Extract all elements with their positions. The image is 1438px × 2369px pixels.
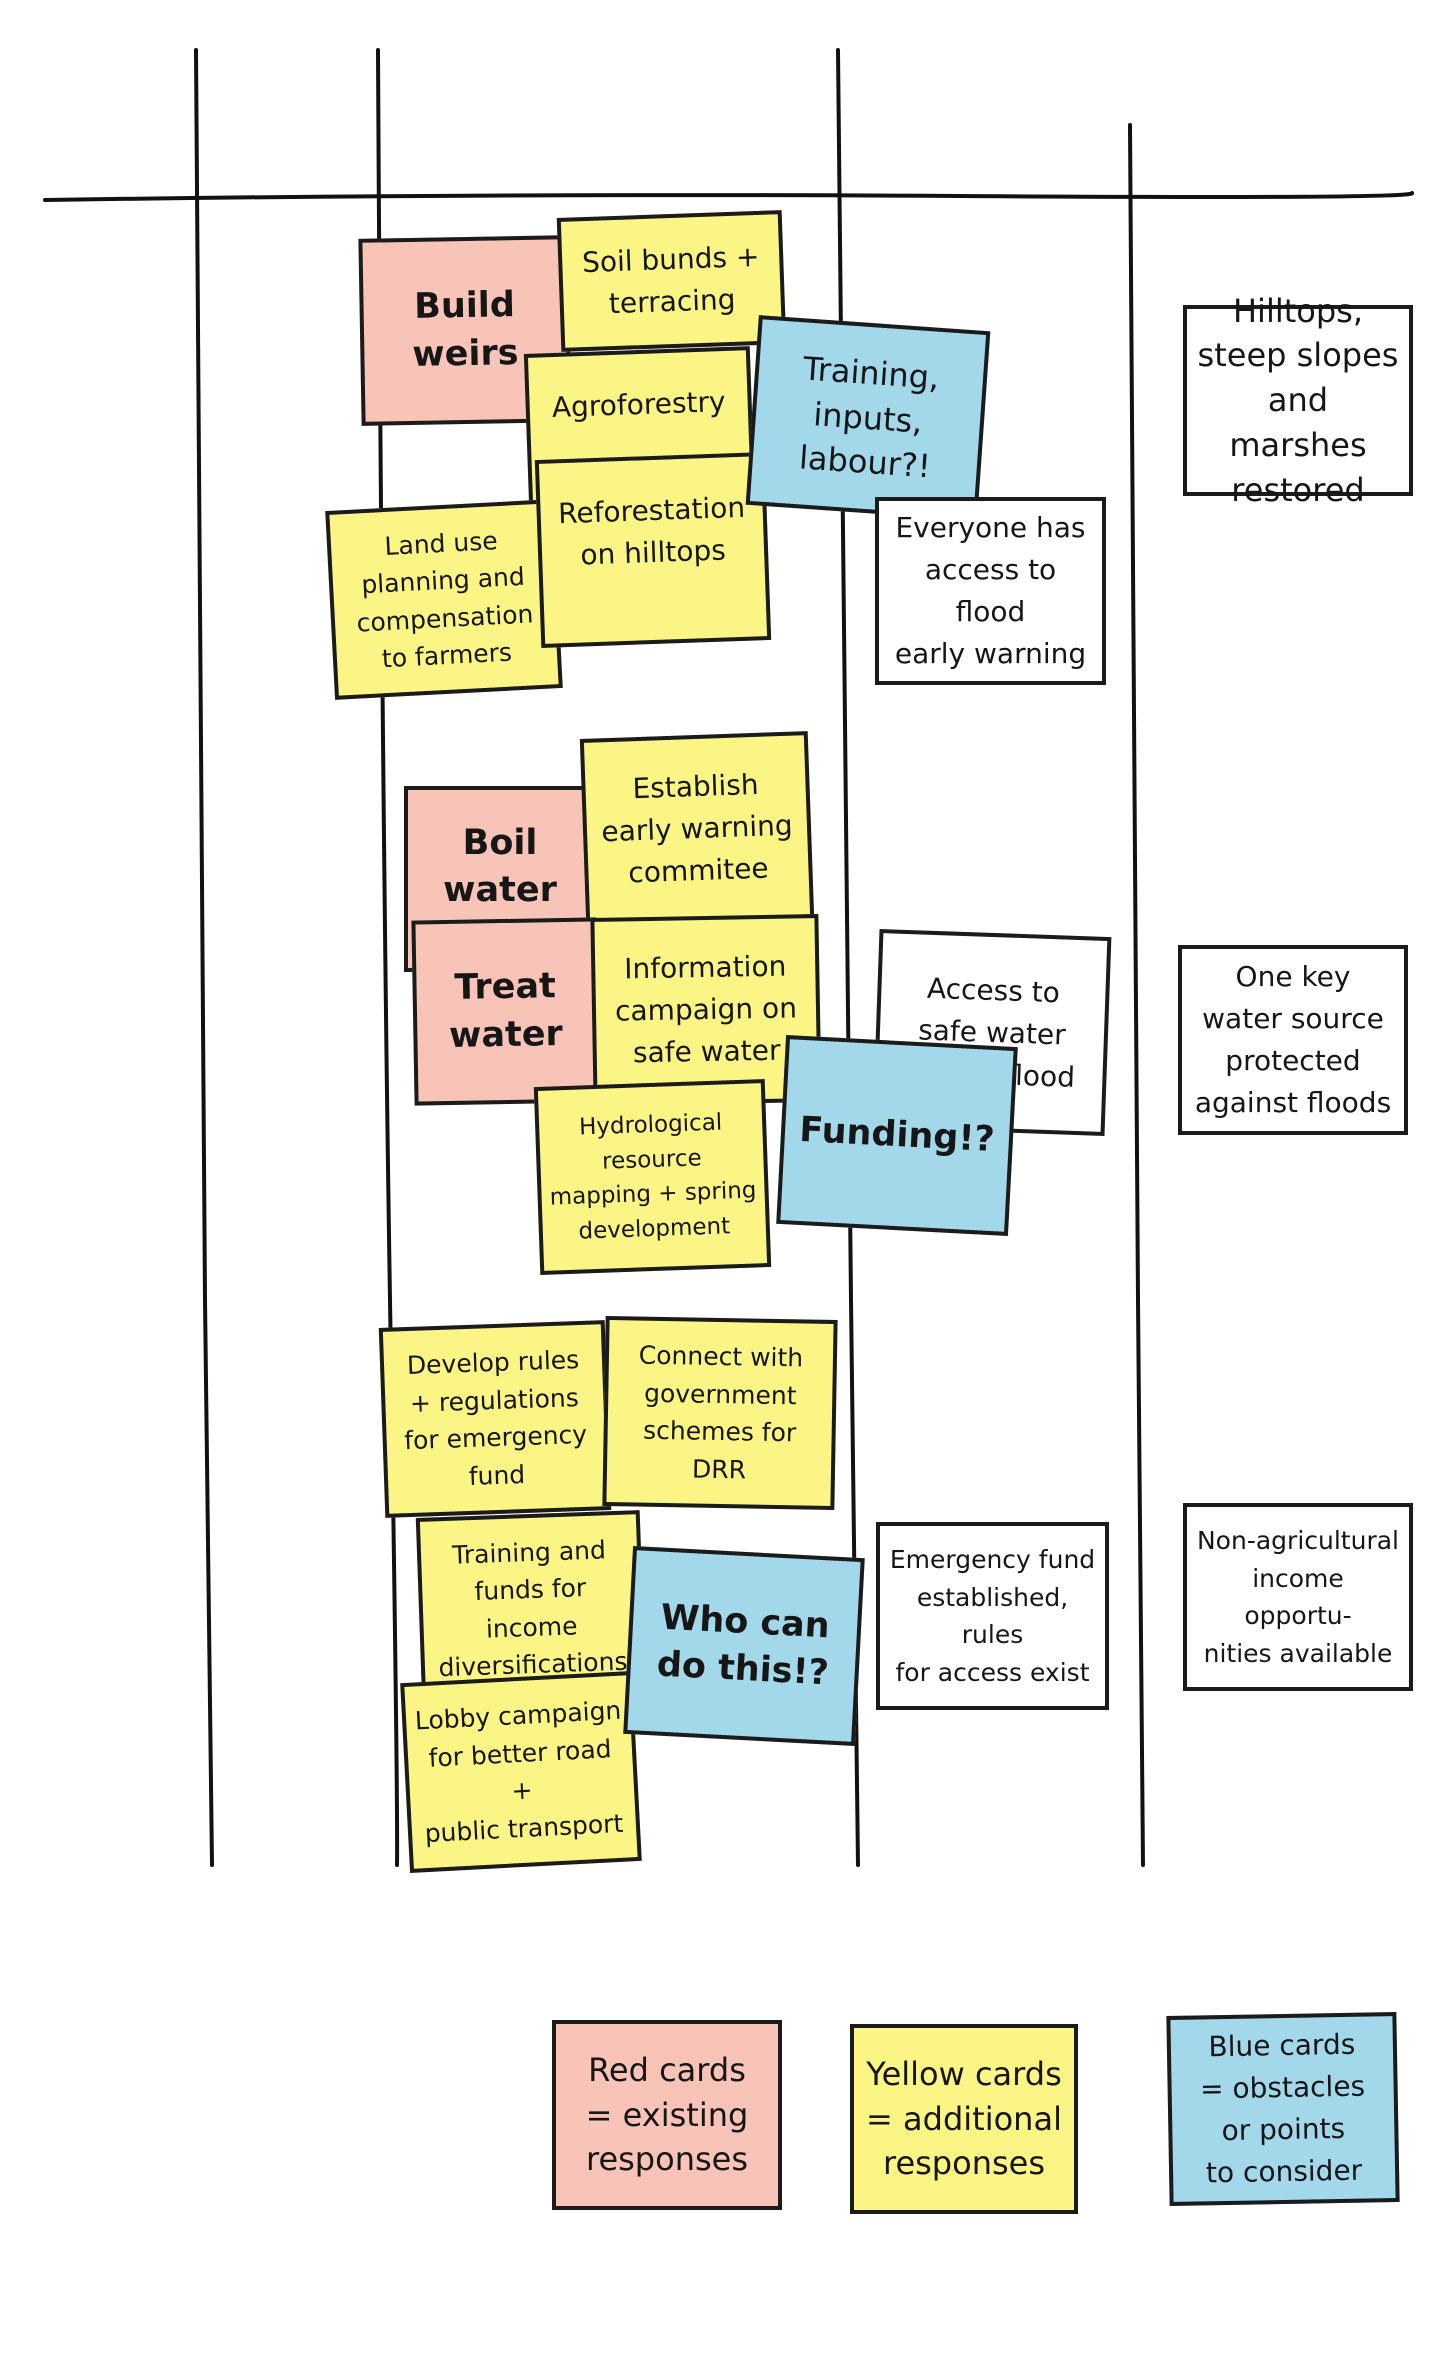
card-flood-early-warning: Everyone has access to flood early warni… [875, 497, 1106, 685]
legend-yellow-card: Yellow cards = additional responses [850, 2024, 1078, 2214]
card-water-source-protected: One key water source protected against f… [1178, 945, 1408, 1135]
card-soil-bunds: Soil bunds + terracing [556, 210, 787, 352]
card-connect-government: Connect with government schemes for DRR [602, 1315, 838, 1511]
column-line-1 [194, 48, 214, 1867]
card-hilltops-restored: Hilltops, steep slopes and marshes resto… [1183, 292, 1413, 509]
card-who-can-do-this: Who can do this!? [623, 1546, 865, 1746]
card-develop-rules: Develop rules + regulations for emergenc… [378, 1320, 612, 1518]
header-divider-line [43, 191, 1415, 202]
card-lobby-campaign: Lobby campaign for better road + public … [400, 1671, 642, 1873]
card-land-use-planning: Land use planning and compensation to fa… [325, 499, 563, 700]
card-hydrological-mapping: Hydrological resource mapping + spring d… [533, 1079, 772, 1275]
column-line-4 [1128, 123, 1145, 1867]
card-treat-water: Treat water [411, 917, 600, 1106]
column-line-2 [376, 48, 400, 1867]
card-non-agricultural-income: Non-agricultural income opportu- nities … [1183, 1503, 1413, 1691]
card-funding: Funding!? [776, 1035, 1018, 1236]
legend-blue-card: Blue cards = obstacles or points to cons… [1166, 2012, 1400, 2206]
card-reforestation: Reforestation on hilltops [534, 452, 772, 648]
legend-red-card: Red cards = existing responses [552, 2020, 782, 2210]
card-training-inputs-labour: Training, inputs, labour?! [745, 315, 991, 521]
card-boil-water: Boil water [404, 786, 596, 972]
card-emergency-fund: Emergency fund established, rules for ac… [876, 1522, 1109, 1710]
card-early-warning-committee: Establish early warning commitee [579, 731, 815, 926]
